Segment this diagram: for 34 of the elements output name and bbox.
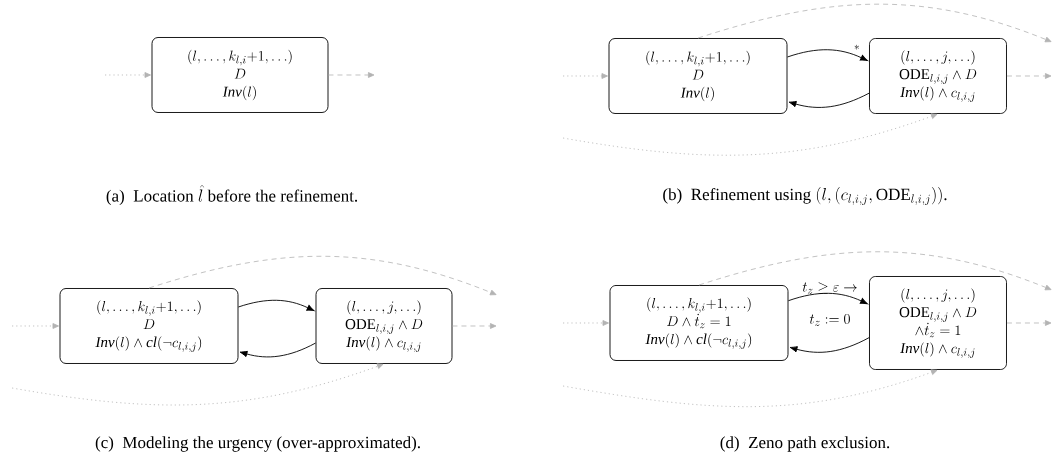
arrow bbox=[789, 337, 870, 353]
state-box: $(l,\ldots,k_{l,i}{+}1,\ldots)$ $D\wedge\dot{t}_z=1$ $\mathit{Inv}(l)\wedge \mathit{cl}(\neg c_{l,i,j})$ bbox=[609, 285, 789, 361]
arrow bbox=[11, 363, 384, 406]
caption: $\text{(c)\enspace Modeling the urgency (over-approximated).}$ bbox=[95, 436, 420, 452]
state-box: $(l,\ldots,j,\ldots)$ $\mathrm{ODE}_{l,i,j}\wedge D$ $\mathit{Inv}(l)\wedge c_{l,i,j}$ bbox=[315, 288, 453, 364]
arrow bbox=[562, 73, 608, 79]
arrow bbox=[562, 369, 938, 408]
caption: $\text{(a)\enspace Location }\hat{l}\text{ before the refinement.}$ bbox=[106, 184, 358, 206]
state-box: $(l,\ldots,j,\ldots)$ $\mathrm{ODE}_{l,i,j}\wedge D$ $\mathit{Inv}(l)\wedge c_{l,i,j}$ bbox=[869, 38, 1007, 114]
arrow bbox=[104, 72, 151, 78]
arrow bbox=[452, 323, 497, 329]
arrow bbox=[328, 72, 375, 78]
arrow bbox=[239, 342, 316, 358]
arrow bbox=[238, 299, 315, 312]
state-box: $(l,\ldots,k_{l,i}{+}1,\ldots)$ $D$ $\mathit{Inv}(l)$ bbox=[608, 38, 788, 114]
arrow bbox=[787, 49, 868, 62]
arrow bbox=[562, 113, 938, 156]
edge-label: $^{*}$ bbox=[854, 44, 859, 50]
edge-label: $t_z\geq\varepsilon\rightarrow$ bbox=[802, 282, 857, 294]
arrow bbox=[697, 3, 1052, 43]
caption: $\text{(b)\enspace Refinement using }(l,(c_{l,i,j},\mathrm{ODE}_{l,i,j}))\text{.}$ bbox=[663, 187, 947, 206]
arrow bbox=[788, 292, 868, 305]
caption: $\text{(d)\enspace Zeno path exclusion.}$ bbox=[720, 436, 890, 452]
arrow bbox=[698, 251, 1052, 291]
arrow bbox=[788, 92, 870, 108]
arrow bbox=[148, 255, 497, 296]
arrow bbox=[1006, 320, 1052, 326]
arrow bbox=[562, 320, 609, 326]
state-box: $(l,\ldots,k_{l,i}{+}1,\ldots)$ $D$ $\mathit{Inv}(l)\wedge \mathit{cl}(\neg c_{l,i,j})$ bbox=[59, 288, 239, 364]
arrow bbox=[11, 323, 59, 329]
state-box: $(l,\ldots,j,\ldots)$ $\mathrm{ODE}_{l,i,j}\wedge D$ $\wedge\dot{t}_z=1$ $\mathit{Inv}(l)\wedge c_{l,i,j}$ bbox=[869, 276, 1007, 370]
arrow bbox=[1006, 73, 1052, 79]
state-box: $(l,\ldots,k_{l,i}{+}1,\ldots)$ $D$ $\mathit{Inv}(l)$ bbox=[151, 37, 329, 113]
transition-label: $t_z:=0$ bbox=[809, 314, 850, 326]
